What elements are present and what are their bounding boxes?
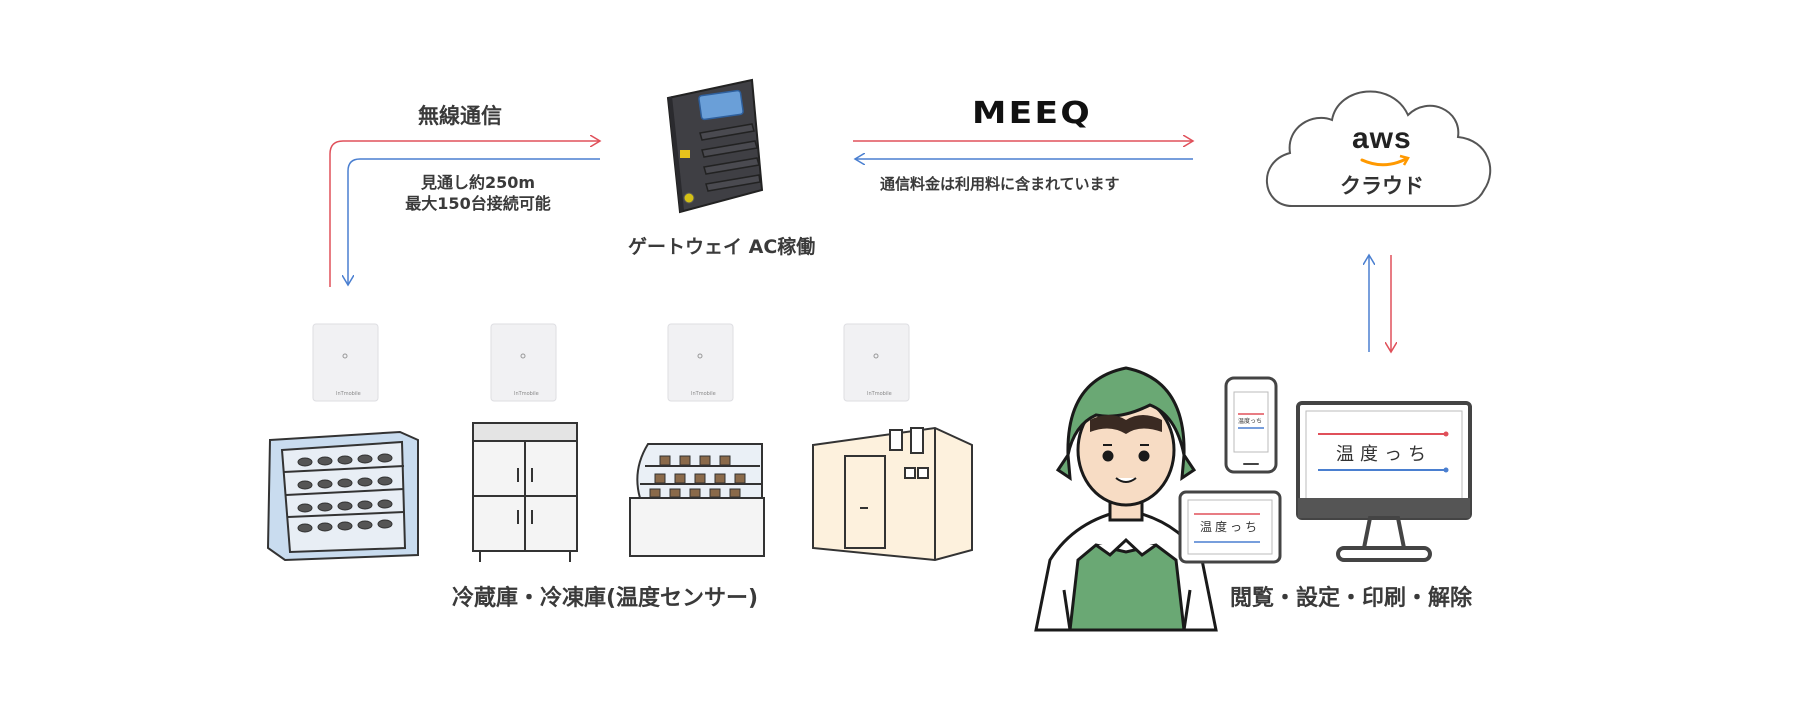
monitor-app-name: 温度っち xyxy=(1336,440,1432,466)
phone-app-name: 温度っち xyxy=(1238,416,1262,425)
devices-caption: 閲覧・設定・印刷・解除 xyxy=(1230,580,1472,612)
walk-in-freezer-icon xyxy=(813,428,972,560)
sensor-brand-3: InTmobile xyxy=(691,391,716,397)
sensor-1 xyxy=(313,324,378,401)
carrier-note: 通信料金は利用料に含まれています xyxy=(880,173,1120,194)
wireless-range-line2: 最大150台接続可能 xyxy=(388,193,568,214)
tablet-app-name: 温度っち xyxy=(1200,518,1260,535)
desktop-monitor-icon xyxy=(1298,403,1470,560)
sensor-3 xyxy=(668,324,733,401)
wireless-range-text: 見通し約250m 最大150台接続可能 xyxy=(388,172,568,214)
aws-logo: aws xyxy=(1352,122,1412,156)
sensor-4 xyxy=(844,324,909,401)
sensor-2 xyxy=(491,324,556,401)
cloud-label: クラウド xyxy=(1340,170,1424,200)
sensors-caption: 冷蔵庫・冷凍庫(温度センサー) xyxy=(452,580,758,612)
sensor-brand-2: InTmobile xyxy=(514,391,539,397)
meeq-logo: MEEQ xyxy=(972,96,1092,131)
upright-fridge-icon xyxy=(473,423,577,562)
sensor-brand-1: InTmobile xyxy=(336,391,361,397)
sensor-brand-4: InTmobile xyxy=(867,391,892,397)
open-showcase-fridge-icon xyxy=(268,432,418,560)
gateway-label: ゲートウェイ AC稼働 xyxy=(628,232,815,259)
cake-showcase-icon xyxy=(630,444,764,556)
gateway-device xyxy=(668,80,762,212)
smartphone-icon xyxy=(1226,378,1276,472)
wireless-range-line1: 見通し約250m xyxy=(388,172,568,193)
wireless-up-arrow xyxy=(330,141,600,287)
wireless-title: 無線通信 xyxy=(418,100,502,130)
